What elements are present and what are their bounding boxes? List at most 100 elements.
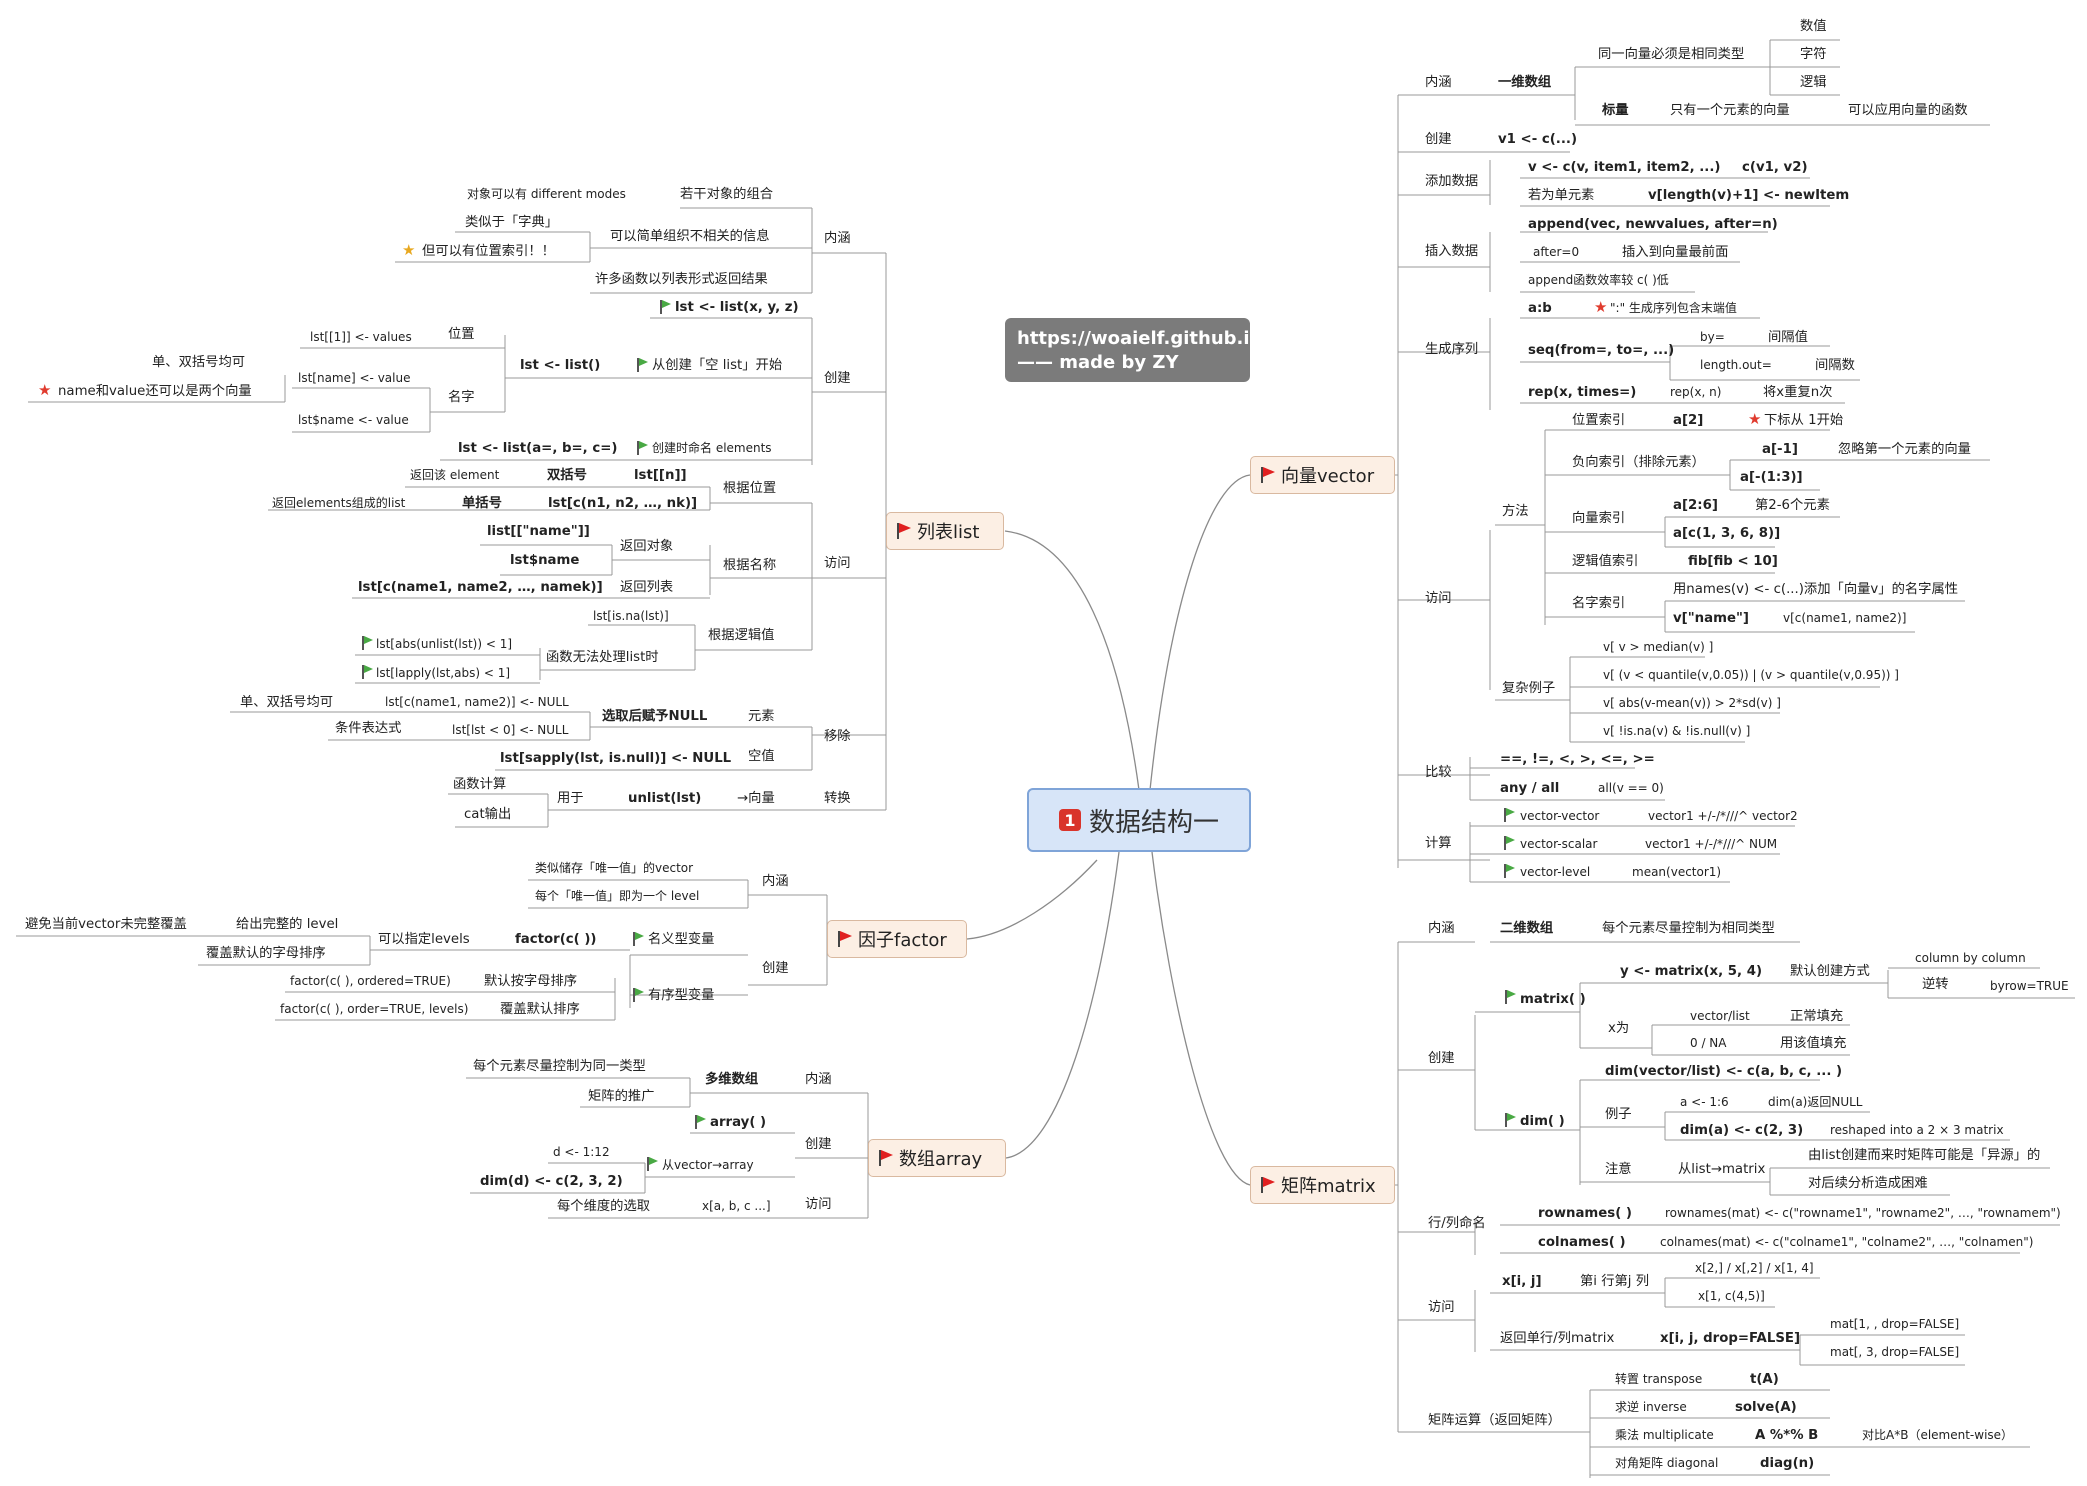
node-matrix-ex1[interactable]: a <- 1:6 <box>1680 1095 1729 1109</box>
node-list-f_sgl[interactable]: 单括号 <box>462 496 502 511</box>
node-vector-m_neg1[interactable]: a[-1] <box>1762 442 1798 457</box>
node-vector-m_pos_n[interactable]: 下标从 1开始 <box>1764 413 1844 428</box>
factor-chuangjian[interactable]: 创建 <box>762 961 789 976</box>
matrix-access[interactable]: 访问 <box>1428 1300 1455 1315</box>
central-topic[interactable]: 1 数据结构一 <box>1027 788 1251 852</box>
node-matrix-xij[interactable]: x[i, j] <box>1502 1274 1542 1289</box>
node-vector-k1[interactable]: vector-vector <box>1520 809 1600 823</box>
node-list-f_dbl_c[interactable]: lst[[n]] <box>634 468 687 483</box>
node-array-multi[interactable]: 多维数组 <box>705 1072 759 1087</box>
node-list-z_vec[interactable]: →向量 <box>737 791 775 806</box>
node-vector-one[interactable]: 只有一个元素的向量 <box>1670 103 1790 118</box>
node-array-arr[interactable]: array( ) <box>710 1115 767 1130</box>
node-matrix-rn_c[interactable]: rownames(mat) <- c("rowname1", "rowname2… <box>1665 1206 2061 1220</box>
node-matrix-rn[interactable]: rownames( ) <box>1538 1206 1632 1221</box>
node-vector-apply[interactable]: 可以应用向量的函数 <box>1848 103 1968 118</box>
node-matrix-col[interactable]: column by column <box>1915 951 2026 965</box>
node-matrix-mx1d[interactable]: 默认创建方式 <box>1790 964 1870 979</box>
node-list-n_combo[interactable]: 若干对象的组合 <box>680 187 774 202</box>
node-factor-levels[interactable]: 可以指定levels <box>378 932 470 947</box>
node-vector-m_neg[interactable]: 负向索引（排除元素） <box>1572 455 1705 470</box>
node-array-fromvec[interactable]: 从vector→array <box>662 1158 754 1172</box>
node-vector-scalar[interactable]: 标量 <box>1602 103 1629 118</box>
node-list-c_pos1[interactable]: lst[[1]] <- values <box>310 330 412 344</box>
array-fangwen[interactable]: 访问 <box>805 1197 832 1212</box>
node-list-c_pos[interactable]: 位置 <box>448 327 475 342</box>
node-matrix-rev[interactable]: 逆转 <box>1922 977 1949 992</box>
node-vector-k2b[interactable]: vector1 +/-/*///^ NUM <box>1645 837 1778 851</box>
node-vector-m_neg2[interactable]: a[-(1:3)] <box>1740 470 1803 485</box>
node-vector-s1[interactable]: a:b <box>1528 301 1552 316</box>
node-list-f_nm2[interactable]: lst$name <box>510 553 580 568</box>
node-vector-m_vec1d[interactable]: 第2-6个元素 <box>1755 498 1830 513</box>
node-vector-cmp1[interactable]: ==, !=, <, >, <=, >= <box>1500 752 1655 767</box>
node-vector-cmp2b[interactable]: all(v == 0) <box>1598 781 1664 795</box>
node-vector-x3[interactable]: v[ abs(v-mean(v)) > 2*sd(v) ] <box>1603 696 1781 710</box>
node-factor-full[interactable]: 给出完整的 level <box>236 917 339 932</box>
node-matrix-na[interactable]: 0 / NA <box>1690 1036 1727 1050</box>
vector-add[interactable]: 添加数据 <box>1425 174 1479 189</box>
vector-compare[interactable]: 比较 <box>1425 765 1452 780</box>
node-vector-x2[interactable]: v[ (v < quantile(v,0.05)) | (v > quantil… <box>1603 668 1899 682</box>
vector-insert[interactable]: 插入数据 <box>1425 244 1479 259</box>
node-vector-m_pos[interactable]: 位置索引 <box>1572 413 1626 428</box>
node-matrix-xij_2[interactable]: x[1, c(4,5)] <box>1698 1289 1765 1303</box>
node-matrix-cn[interactable]: colnames( ) <box>1538 1235 1626 1250</box>
node-matrix-note3[interactable]: 对后续分析造成困难 <box>1808 1176 1928 1191</box>
node-list-f_lg4[interactable]: lst[lapply(lst,abs) < 1] <box>376 666 511 680</box>
node-matrix-op3[interactable]: 乘法 multiplicate <box>1615 1428 1714 1442</box>
node-matrix-note1[interactable]: 从list→matrix <box>1678 1162 1766 1177</box>
node-list-z_cat[interactable]: cat输出 <box>464 807 512 822</box>
node-array-n2[interactable]: 矩阵的推广 <box>588 1089 655 1104</box>
node-vector-m_pos_c[interactable]: a[2] <box>1673 413 1704 428</box>
node-vector-s2bd[interactable]: 间隔数 <box>1815 358 1855 373</box>
node-matrix-mx1[interactable]: y <- matrix(x, 5, 4) <box>1620 964 1763 979</box>
node-matrix-xw[interactable]: x为 <box>1608 1021 1630 1036</box>
node-matrix-vl[interactable]: vector/list <box>1690 1009 1750 1023</box>
node-list-y_cond[interactable]: 条件表达式 <box>335 721 402 736</box>
node-list-f_nm_list[interactable]: 返回列表 <box>620 580 674 595</box>
node-list-f_lg3[interactable]: lst[abs(unlist(lst)) < 1] <box>376 637 513 651</box>
node-vector-m_log_c[interactable]: fib[fib < 10] <box>1688 554 1778 569</box>
node-vector-i2[interactable]: after=0 <box>1533 245 1580 259</box>
node-matrix-dim[interactable]: dim( ) <box>1520 1114 1565 1129</box>
node-vector-k3b[interactable]: mean(vector1) <box>1632 865 1722 879</box>
node-matrix-op2[interactable]: 求逆 inverse <box>1615 1400 1687 1414</box>
node-array-d2[interactable]: dim(d) <- c(2, 3, 2) <box>480 1174 623 1189</box>
node-matrix-drop2[interactable]: mat[, 3, drop=FALSE] <box>1830 1345 1960 1359</box>
node-matrix-op4c[interactable]: diag(n) <box>1760 1456 1815 1471</box>
list-zhuanhuan[interactable]: 转换 <box>824 791 851 806</box>
node-vector-onedim[interactable]: 一维数组 <box>1498 75 1552 90</box>
node-matrix-ex2[interactable]: dim(a) <- c(2, 3) <box>1680 1123 1804 1138</box>
node-vector-m_neg1d[interactable]: 忽略第一个元素的向量 <box>1838 442 1971 457</box>
node-list-c3[interactable]: lst <- list(a=, b=, c=) <box>458 441 618 456</box>
node-matrix-ex1b[interactable]: dim(a)返回NULL <box>1768 1095 1863 1109</box>
node-matrix-drop1[interactable]: mat[1, , drop=FALSE] <box>1830 1317 1960 1331</box>
topic-array[interactable]: 数组array <box>868 1139 1006 1177</box>
node-vector-m_nm[interactable]: 名字索引 <box>1572 596 1626 611</box>
node-list-f_nm1[interactable]: list[["name"]] <box>487 524 590 539</box>
node-factor-o2d[interactable]: 覆盖默认排序 <box>500 1002 580 1017</box>
node-vector-x1[interactable]: v[ v > median(v) ] <box>1603 640 1714 654</box>
node-list-f_name[interactable]: 根据名称 <box>723 558 777 573</box>
node-vector-m_vec[interactable]: 向量索引 <box>1572 511 1626 526</box>
node-list-c_name1[interactable]: lst[name] <- value <box>298 371 411 385</box>
node-array-n1[interactable]: 每个元素尽量控制为同一类型 <box>473 1059 646 1074</box>
matrix-neihan[interactable]: 内涵 <box>1428 921 1455 936</box>
node-list-c_quote[interactable]: 单、双括号均可 <box>152 355 246 370</box>
node-vector-s3a[interactable]: rep(x, n) <box>1670 385 1722 399</box>
node-list-c2[interactable]: lst <- list() <box>520 358 601 373</box>
node-matrix-note2[interactable]: 由list创建而来时矩阵可能是「异源」的 <box>1808 1148 2041 1163</box>
node-list-n_func[interactable]: 许多函数以列表形式返回结果 <box>595 272 768 287</box>
node-vector-a1b[interactable]: c(v1, v2) <box>1742 160 1808 175</box>
node-list-f_ret_el[interactable]: 返回该 element <box>410 468 500 482</box>
node-factor-nominal[interactable]: 名义型变量 <box>648 932 715 947</box>
node-vector-m_vec1[interactable]: a[2:6] <box>1673 498 1718 513</box>
node-list-f_lg2[interactable]: 函数无法处理list时 <box>546 650 659 665</box>
node-factor-o1[interactable]: factor(c( ), ordered=TRUE) <box>290 974 451 988</box>
list-yichu[interactable]: 移除 <box>824 729 851 744</box>
array-neihan[interactable]: 内涵 <box>805 1072 832 1087</box>
list-neihan[interactable]: 内涵 <box>824 231 851 246</box>
node-list-n_modes[interactable]: 对象可以有 different modes <box>467 187 626 201</box>
node-matrix-byrow[interactable]: byrow=TRUE <box>1990 979 2069 993</box>
